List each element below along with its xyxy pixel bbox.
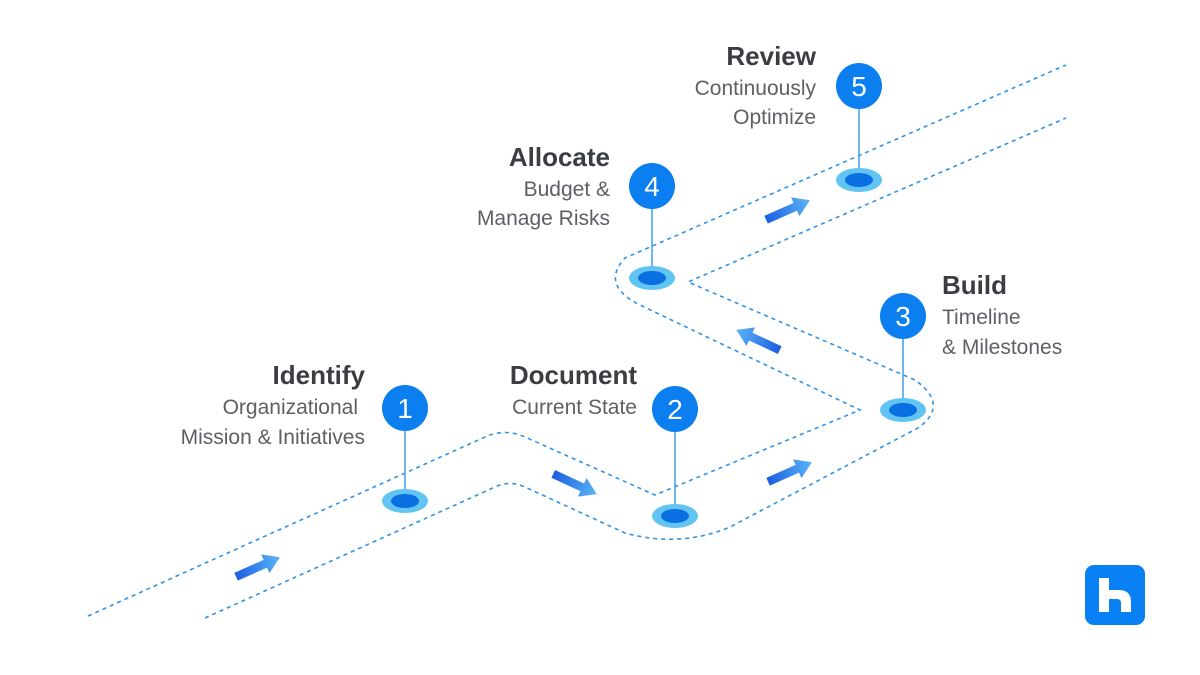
step-number: 4 [644,171,660,202]
step-title: Review [726,41,816,71]
step-description-line: Continuously [695,77,817,100]
step-description-line: & Milestones [942,336,1062,359]
step-title: Allocate [509,142,610,172]
step-marker-4: 4 [629,163,675,290]
direction-arrow-icon [234,554,280,581]
step-marker-1: 1 [382,385,428,513]
marker-dot [391,494,419,508]
direction-arrow-icon [736,327,782,354]
step-marker-2: 2 [652,386,698,528]
step-description-line: Optimize [733,106,816,129]
road-outer-edge [87,64,1067,617]
step-number-badge [880,293,926,339]
step-description-line: Budget & [524,178,610,201]
marker-dot [638,271,666,285]
step-label-allocate: Allocate Budget & Manage Risks [477,142,610,230]
step-markers: 1 2 3 4 5 [382,63,926,528]
step-description-line: Timeline [942,306,1021,329]
step-description-line: Manage Risks [477,207,610,230]
step-description-line: Organizational [223,396,358,419]
step-label-build: Build Timeline & Milestones [942,270,1062,359]
step-title: Document [510,360,637,390]
road-inner-edge [204,117,1067,619]
marker-dot [889,403,917,417]
step-number: 5 [851,71,867,102]
step-number-badge [836,63,882,109]
direction-arrows [234,197,812,581]
step-description-line: Current State [512,396,637,419]
step-label-document: Document Current State [510,360,637,419]
step-label-review: Review Continuously Optimize [695,41,817,129]
step-marker-5: 5 [836,63,882,192]
step-number-badge [382,385,428,431]
marker-dot [661,509,689,523]
step-title: Build [942,270,1007,300]
step-description-line: Mission & Initiatives [181,426,365,449]
direction-arrow-icon [551,470,597,497]
step-number: 2 [667,394,683,425]
direction-arrow-icon [764,197,810,224]
brand-logo-icon [1085,565,1145,625]
direction-arrow-icon [766,459,812,486]
marker-dot [845,173,873,187]
step-marker-3: 3 [880,293,926,422]
step-number: 3 [895,301,911,332]
step-label-identify: Identify Organizational Mission & Initia… [181,360,366,449]
step-number-badge [652,386,698,432]
step-number: 1 [397,393,413,424]
step-number-badge [629,163,675,209]
step-title: Identify [273,360,366,390]
